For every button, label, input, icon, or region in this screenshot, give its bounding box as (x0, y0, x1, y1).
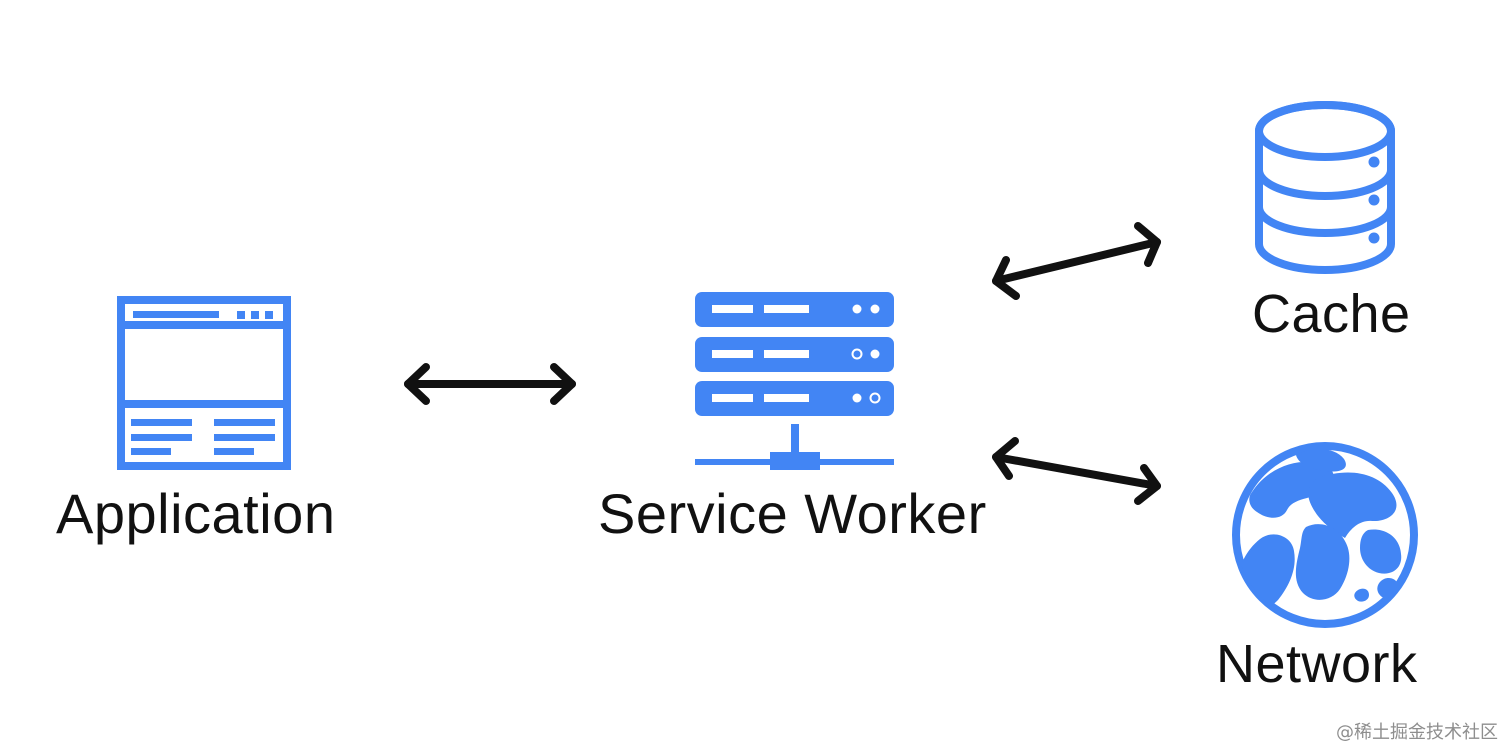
application-label: Application (56, 482, 336, 545)
database-icon (1255, 101, 1395, 274)
bidirectional-arrow-left (404, 363, 576, 405)
bidirectional-arrow-bottom-right (992, 437, 1161, 505)
database-status-dots (1368, 156, 1380, 244)
browser-window-icon (117, 296, 291, 470)
bidirectional-arrow-top-right (992, 222, 1161, 300)
server-stack-icon (695, 292, 894, 470)
service-worker-label: Service Worker (598, 482, 987, 545)
globe-icon (1232, 442, 1418, 628)
network-label: Network (1216, 634, 1418, 694)
cache-label: Cache (1252, 284, 1411, 344)
watermark-text: @稀土掘金技术社区 (1336, 722, 1498, 743)
